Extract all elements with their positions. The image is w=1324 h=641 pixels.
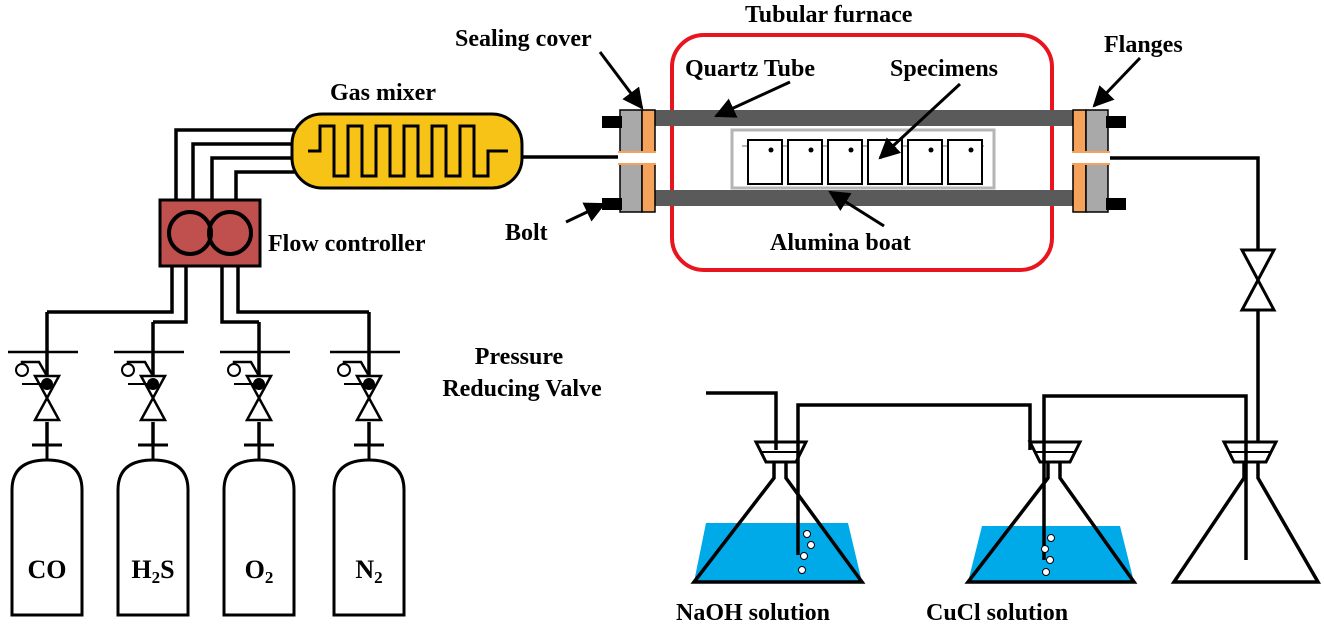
- pressure-reducing-valve-h2s: [114, 322, 184, 445]
- label-quartz-tube: Quartz Tube: [685, 56, 815, 82]
- pressure-reducing-valve-o2: [220, 322, 290, 445]
- label-alumina-boat: Alumina boat: [770, 230, 911, 256]
- flow-controller: [158, 198, 262, 268]
- left-flange: [618, 109, 656, 213]
- label-flanges: Flanges: [1104, 32, 1183, 58]
- cylinder-co: [10, 443, 84, 617]
- left-bolts: [602, 116, 622, 210]
- pressure-reducing-valve-co: [8, 312, 78, 445]
- label-specimens: Specimens: [890, 56, 998, 82]
- label-tubular-furnace: Tubular furnace: [745, 2, 913, 28]
- gas-mixer: [290, 112, 524, 190]
- bubbles-cucl: [1041, 534, 1055, 576]
- bubbles-naoh: [798, 530, 815, 574]
- right-flange: [1072, 109, 1110, 213]
- label-pressure-reducing-valve: Pressure Reducing Valve: [442, 344, 602, 402]
- cylinder-label-n2: N2: [355, 555, 382, 587]
- label-bolt: Bolt: [505, 220, 548, 246]
- flask-connecting-tubes: [706, 391, 1248, 560]
- pressure-reducing-valve-n2: [330, 312, 400, 445]
- label-flow-controller: Flow controller: [268, 231, 426, 257]
- cylinder-o2: [222, 443, 296, 617]
- gas-cylinders: [10, 443, 406, 617]
- flask-cucl: [964, 440, 1138, 584]
- specimens: [747, 139, 983, 185]
- label-gas-mixer: Gas mixer: [330, 80, 436, 106]
- cylinder-label-h2s: H2S: [131, 555, 174, 587]
- outlet-pipe: [1110, 156, 1277, 445]
- annotation-arrows: [565, 51, 1142, 228]
- mixer-feed-pipes: [174, 128, 298, 200]
- pressure-reducing-valves: [8, 312, 400, 445]
- quartz-tube: [655, 110, 1073, 206]
- cylinder-label-co: CO: [28, 555, 67, 584]
- cylinder-label-o2: O2: [245, 555, 274, 587]
- label-cucl-solution: CuCl solution: [926, 600, 1068, 626]
- tubular-furnace-outline: [670, 33, 1054, 272]
- cylinder-n2: [332, 443, 406, 617]
- label-naoh-solution: NaOH solution: [676, 600, 830, 626]
- label-sealing-cover: Sealing cover: [455, 26, 592, 52]
- flask-naoh: [690, 440, 866, 584]
- right-bolts: [1106, 116, 1126, 210]
- cylinder-h2s: [116, 443, 190, 617]
- supply-pipes: [47, 266, 369, 324]
